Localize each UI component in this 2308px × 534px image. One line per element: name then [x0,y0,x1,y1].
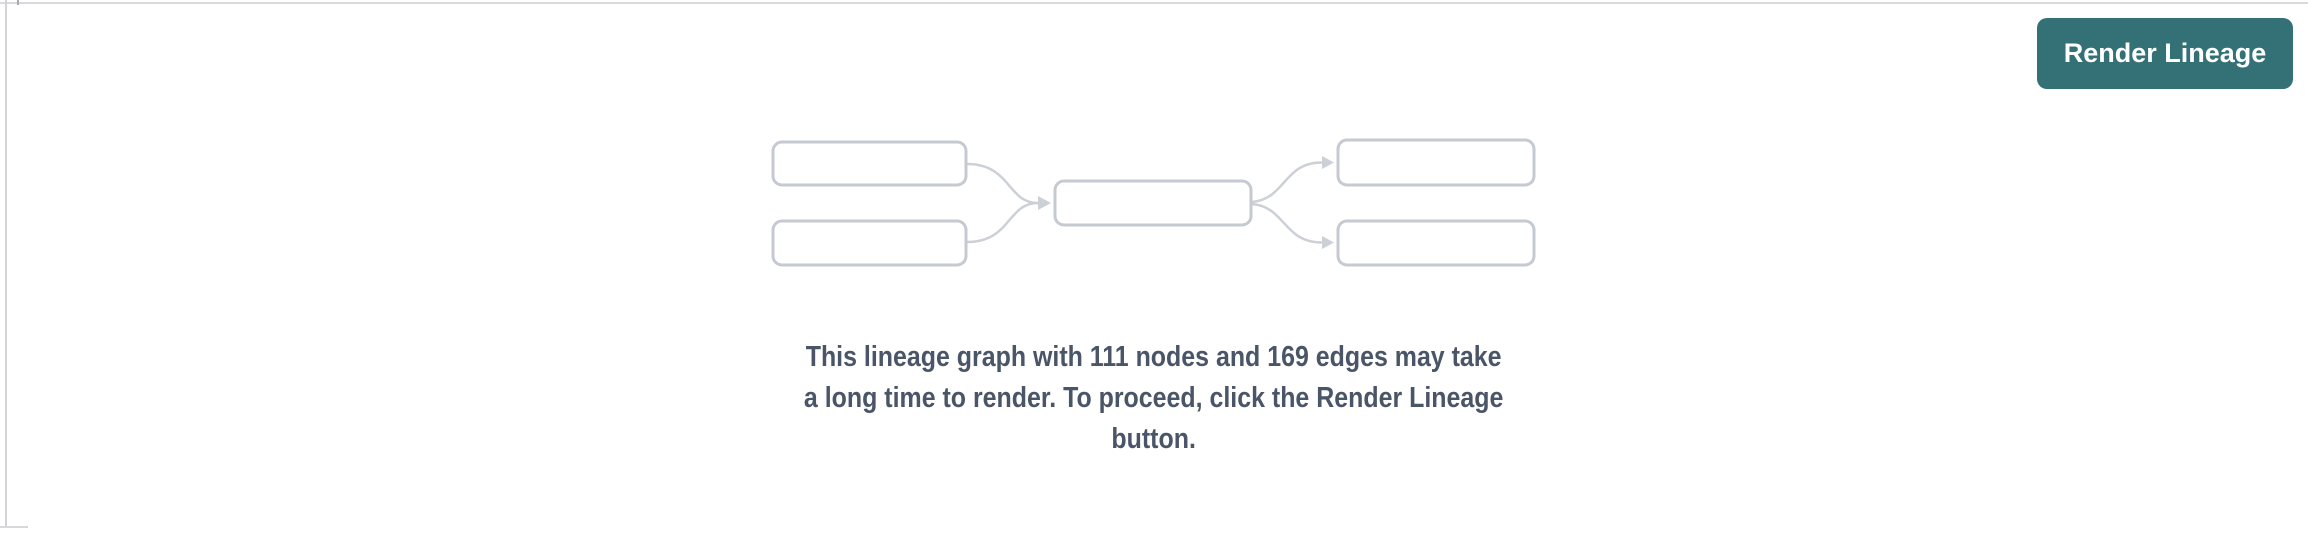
placeholder-node-center [1053,179,1253,227]
placeholder-edge-bottomleft-to-center [966,201,1039,244]
panel-bottom-left-border-stub [0,526,28,528]
lineage-graph-placeholder-icon [771,138,1536,267]
placeholder-node-bottom-left [771,219,968,267]
render-warning-line-2: a long time to render. To proceed, click… [804,382,1504,414]
placeholder-edge-center-to-topright [1251,161,1323,204]
edge-arrowhead-icon [1322,156,1334,169]
placeholder-node-bottom-right [1336,219,1536,267]
placeholder-edge-topleft-to-center [966,162,1039,205]
edge-arrowhead-icon [1322,236,1334,249]
edge-arrowhead-icon [1038,196,1051,210]
placeholder-node-top-right [1336,138,1536,187]
panel-top-left-tick [17,0,19,5]
placeholder-node-top-left [771,140,968,187]
panel-left-border [5,0,7,528]
render-lineage-button[interactable]: Render Lineage [2037,18,2293,89]
render-warning-line-1: This lineage graph with 111 nodes and 16… [806,341,1502,373]
panel-top-border [0,2,2308,4]
placeholder-edge-center-to-bottomright [1251,202,1323,244]
lineage-placeholder-content: This lineage graph with 111 nodes and 16… [0,138,2308,460]
render-warning-line-3: button. [1111,423,1197,455]
render-warning-message: This lineage graph with 111 nodes and 16… [804,337,1503,460]
